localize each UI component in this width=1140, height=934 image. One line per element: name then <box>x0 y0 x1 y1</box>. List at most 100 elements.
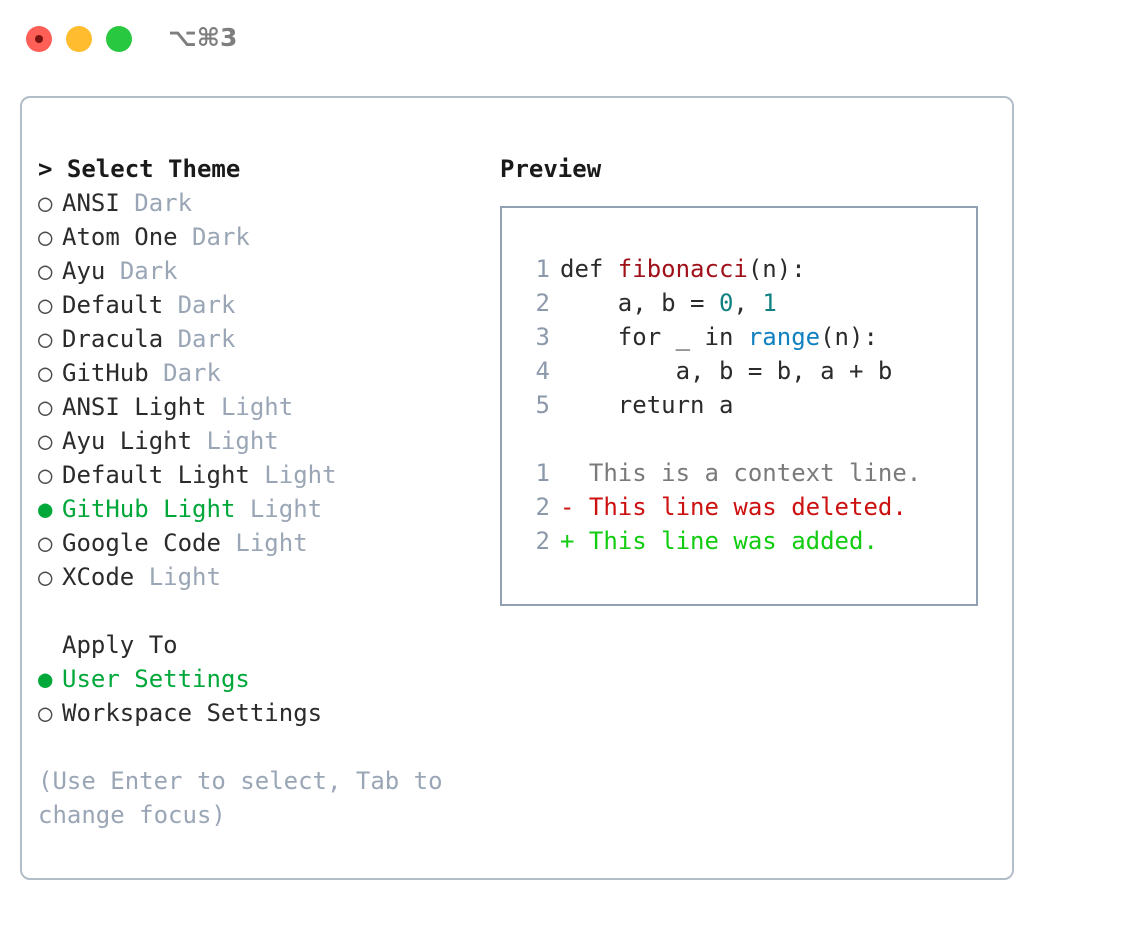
theme-option-dracula-dark[interactable]: ○Dracula Dark <box>38 322 478 356</box>
code-token-function: fibonacci <box>617 255 748 283</box>
line-number: 4 <box>535 357 550 385</box>
traffic-light-group <box>26 26 132 52</box>
radio-unselected-icon: ○ <box>38 257 53 285</box>
diff-text: This is a context line. <box>588 459 922 487</box>
apply-to-name: User Settings <box>62 665 250 693</box>
theme-option-ayu-dark[interactable]: ○Ayu Dark <box>38 254 478 288</box>
code-token: return a <box>560 391 734 419</box>
keyboard-hint-text: (Use Enter to select, Tab to change focu… <box>38 767 443 829</box>
diff-marker: + <box>560 527 575 555</box>
theme-option-default-light[interactable]: ○ Default Light Light <box>38 458 478 492</box>
preview-gap <box>520 422 976 456</box>
code-token: (n): <box>820 323 878 351</box>
theme-name: Default <box>62 291 164 319</box>
theme-option-github-light[interactable]: ● GitHub Light Light <box>38 492 478 526</box>
radio-unselected-icon: ○ <box>38 223 53 251</box>
theme-option-atom-one-dark[interactable]: ○ Atom One Dark <box>38 220 478 254</box>
prompt-caret-icon: > <box>38 155 53 183</box>
line-number: 2 <box>535 289 550 317</box>
apply-to-name: Workspace Settings <box>62 699 323 727</box>
code-token: a, b = b, a + b <box>560 357 893 385</box>
line-number: 5 <box>535 391 550 419</box>
theme-variant: Light <box>235 529 308 557</box>
apply-to-label: Apply To <box>62 631 178 659</box>
theme-variant: Dark <box>177 291 236 319</box>
radio-unselected-icon: ○ <box>38 291 53 319</box>
code-token: a, b = <box>560 289 719 317</box>
code-token-builtin: range <box>747 323 821 351</box>
theme-variant: Light <box>249 495 323 523</box>
line-number: 1 <box>535 459 550 487</box>
diff-line-deleted: 2- This line was deleted. <box>520 490 976 524</box>
theme-name: Atom One <box>62 223 178 251</box>
theme-name: ANSI Light <box>62 393 207 421</box>
theme-option-github-dark[interactable]: ○ GitHub Dark <box>38 356 478 390</box>
theme-selection-column: > Select Theme ○ANSI Dark ○ Atom One Dark… <box>38 152 478 832</box>
theme-variant: Light <box>220 393 294 421</box>
select-theme-label: Select Theme <box>66 155 241 183</box>
radio-unselected-icon: ○ <box>38 461 53 489</box>
radio-selected-icon: ● <box>38 495 53 523</box>
line-number: 1 <box>535 255 550 283</box>
apply-to-option-workspace-settings[interactable]: ○ Workspace Settings <box>38 696 478 730</box>
code-line: 3 for _ in range(n): <box>520 320 976 354</box>
theme-variant: Dark <box>177 325 236 353</box>
theme-option-xcode[interactable]: ○XCode Light <box>38 560 478 594</box>
radio-unselected-icon: ○ <box>38 529 53 557</box>
diff-line-added: 2+ This line was added. <box>520 524 976 558</box>
code-line: 2 a, b = 0, 1 <box>520 286 976 320</box>
theme-name: Ayu Light <box>62 427 193 455</box>
theme-name: Default Light <box>62 461 250 489</box>
theme-option-ansi-dark[interactable]: ○ANSI Dark <box>38 186 478 220</box>
theme-name: Google Code <box>62 529 221 557</box>
theme-option-google-code[interactable]: ○ Google Code Light <box>38 526 478 560</box>
theme-name: GitHub Light <box>62 495 236 523</box>
select-theme-header: > Select Theme <box>38 152 478 186</box>
code-token: for _ in <box>560 323 748 351</box>
preview-title: Preview <box>500 155 602 183</box>
radio-unselected-icon: ○ <box>38 427 53 455</box>
diff-marker: - <box>560 493 575 521</box>
apply-to-option-user-settings[interactable]: ● User Settings <box>38 662 478 696</box>
diff-marker <box>560 459 574 487</box>
zoom-window-button[interactable] <box>106 26 132 52</box>
theme-variant: Dark <box>134 189 193 217</box>
code-line: 4 a, b = b, a + b <box>520 354 976 388</box>
radio-unselected-icon: ○ <box>38 699 53 727</box>
theme-option-ansi-light[interactable]: ○ ANSI Light Light <box>38 390 478 424</box>
keyboard-shortcut-label: ⌥⌘3 <box>168 23 238 52</box>
theme-variant: Light <box>264 461 337 489</box>
theme-option-default-dark[interactable]: ○ Default Dark <box>38 288 478 322</box>
radio-unselected-icon: ○ <box>38 563 53 591</box>
code-token-number: 0 <box>718 289 734 317</box>
radio-unselected-icon: ○ <box>38 393 53 421</box>
minimize-window-button[interactable] <box>66 26 92 52</box>
theme-variant: Light <box>206 427 279 455</box>
code-token-number: 1 <box>762 289 777 317</box>
theme-option-ayu-light[interactable]: ○ Ayu Light Light <box>38 424 478 458</box>
radio-unselected-icon: ○ <box>38 359 53 387</box>
diff-line-context: 1 This is a context line. <box>520 456 976 490</box>
theme-variant: Dark <box>163 359 221 387</box>
main-panel: > Select Theme ○ANSI Dark ○ Atom One Dark… <box>20 96 1014 880</box>
line-number: 2 <box>535 493 550 521</box>
close-window-button[interactable] <box>26 26 52 52</box>
theme-variant: Light <box>148 563 221 591</box>
theme-name: GitHub <box>62 359 149 387</box>
radio-unselected-icon: ○ <box>38 325 53 353</box>
code-line: 5 return a <box>520 388 976 422</box>
diff-text: This line was deleted. <box>588 493 907 521</box>
theme-variant: Dark <box>192 223 250 251</box>
title-bar: ⌥⌘3 <box>0 0 1140 76</box>
theme-variant: Dark <box>119 257 178 285</box>
list-spacer <box>38 594 478 628</box>
line-number: 3 <box>535 323 550 351</box>
code-token: (n): <box>747 255 806 283</box>
apply-to-header: Apply To <box>38 628 478 662</box>
header-indent <box>38 628 62 662</box>
radio-selected-icon: ● <box>38 665 53 693</box>
diff-text: This line was added. <box>588 527 878 555</box>
